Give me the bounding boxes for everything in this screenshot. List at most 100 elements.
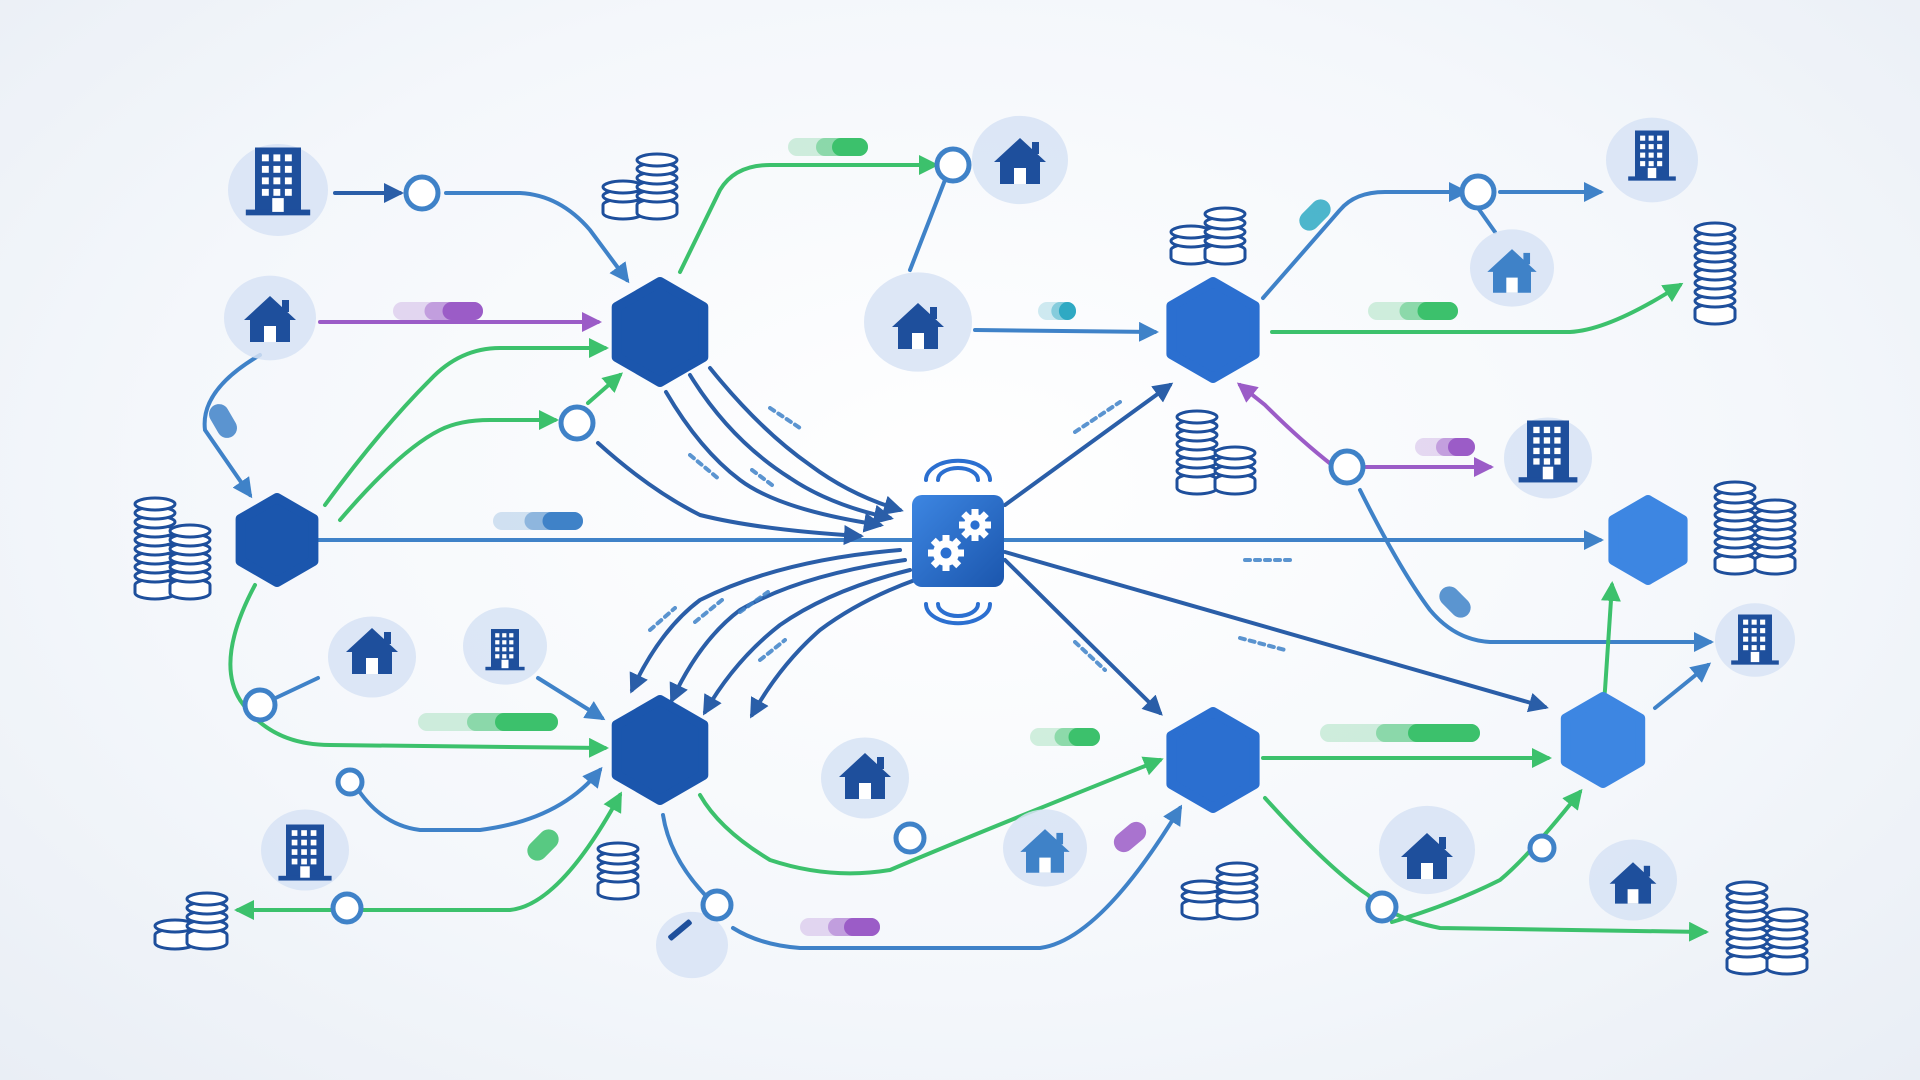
motion-dash-5 (693, 598, 724, 624)
link-4 (202, 353, 262, 499)
data-packet-3 (493, 512, 583, 530)
building-icon-5 (1731, 614, 1779, 665)
hub-node-right (1608, 495, 1688, 585)
link-39 (661, 813, 712, 902)
building-icon-3 (1518, 420, 1578, 483)
building-icon-1 (245, 147, 311, 216)
link-31 (1003, 550, 1549, 713)
coin-stack-icon-4 (133, 496, 212, 601)
link-37 (358, 791, 622, 912)
motion-dash-9 (1073, 640, 1107, 672)
data-packet-6 (1415, 438, 1475, 456)
data-capsule-2 (1299, 199, 1331, 231)
junction-node-6 (242, 687, 278, 723)
motion-dash-8 (1073, 400, 1122, 434)
link-30 (1003, 558, 1163, 716)
link-42 (1263, 796, 1709, 942)
link-6 (908, 178, 947, 272)
link-14 (1358, 488, 1714, 652)
house-icon-5 (346, 628, 398, 674)
coin-stack-icon-6 (1713, 480, 1797, 576)
house-icon-6 (839, 753, 891, 799)
wireless-signal-waves (924, 458, 992, 626)
link-7 (973, 321, 1159, 342)
house-icon-7 (1020, 829, 1070, 873)
building-icon-2 (1628, 130, 1676, 181)
hub-nodes (235, 277, 1688, 813)
link-38 (698, 756, 1164, 876)
hub-node-bottom-mid (1166, 707, 1260, 813)
link-10 (1476, 206, 1497, 234)
data-capsule-3 (1439, 586, 1471, 618)
junction-node-4 (1459, 173, 1497, 211)
data-packet-9 (1320, 724, 1480, 742)
hub-node-left (235, 493, 319, 587)
link-27 (703, 568, 912, 716)
motion-dash-1 (768, 406, 802, 430)
data-packets (209, 138, 1480, 936)
icon-bubble-16 (656, 911, 728, 979)
link-35 (353, 766, 603, 832)
data-capsule-4 (527, 829, 559, 861)
coin-stack-icon-9 (153, 891, 229, 951)
link-16 (1653, 662, 1712, 710)
house-icon-3 (892, 303, 944, 349)
hub-node-top-right (1166, 277, 1260, 383)
link-11 (1270, 282, 1684, 334)
coin-stack-icon-5 (1175, 409, 1257, 496)
motion-dash-3 (750, 468, 778, 490)
gear-processor-chip (912, 495, 1004, 587)
coin-stack-icon-2 (1169, 206, 1247, 266)
junction-node-11 (1365, 890, 1399, 924)
link-25 (629, 548, 902, 694)
link-5 (678, 155, 939, 274)
data-packet-4 (1038, 302, 1076, 320)
junction-node-10 (330, 891, 364, 925)
house-icon-4 (1487, 249, 1537, 293)
motion-dash-2 (688, 453, 722, 482)
link-18 (323, 338, 609, 507)
coin-stack-icon-7 (596, 841, 640, 901)
link-19 (338, 410, 559, 522)
link-23 (688, 373, 894, 525)
junction-node-9 (700, 888, 734, 922)
icon-bubbles (224, 115, 1795, 979)
data-packet-8 (1030, 728, 1100, 746)
motion-dash-6 (738, 590, 770, 614)
coin-stack-icon-8 (1180, 861, 1259, 921)
hub-node-top-left (611, 277, 709, 387)
link-34 (536, 676, 606, 721)
data-packet-1 (393, 302, 483, 320)
junction-node-1 (403, 174, 441, 212)
motion-dash-7 (758, 638, 787, 662)
link-32 (228, 583, 609, 758)
junction-node-3 (558, 404, 596, 442)
link-21 (596, 441, 864, 546)
building-icon-4 (485, 629, 525, 671)
house-icon-1 (244, 296, 296, 342)
data-packet-10 (800, 918, 880, 936)
data-packet-2 (788, 138, 868, 156)
link-12 (1236, 382, 1334, 467)
coin-stack-icon-3 (1693, 221, 1737, 326)
building-icon-6 (278, 824, 332, 881)
junction-node-12 (1527, 833, 1557, 863)
motion-dash-11 (1238, 636, 1287, 652)
link-24 (708, 366, 904, 515)
entity-icons (133, 130, 1809, 976)
data-packet-5 (1368, 302, 1458, 320)
link-40 (731, 804, 1183, 950)
link-29 (1003, 382, 1174, 507)
house-icon-8 (1401, 833, 1453, 879)
junction-node-8 (893, 821, 927, 855)
house-icon-2 (994, 138, 1046, 184)
junction-node-2 (934, 146, 972, 184)
coin-stack-icon-10 (1725, 880, 1809, 976)
hub-node-bottom-right (1560, 692, 1646, 788)
data-packet-7 (418, 713, 558, 731)
house-icon-9 (1609, 862, 1657, 904)
link-8 (1261, 182, 1469, 300)
link-2 (444, 191, 630, 284)
